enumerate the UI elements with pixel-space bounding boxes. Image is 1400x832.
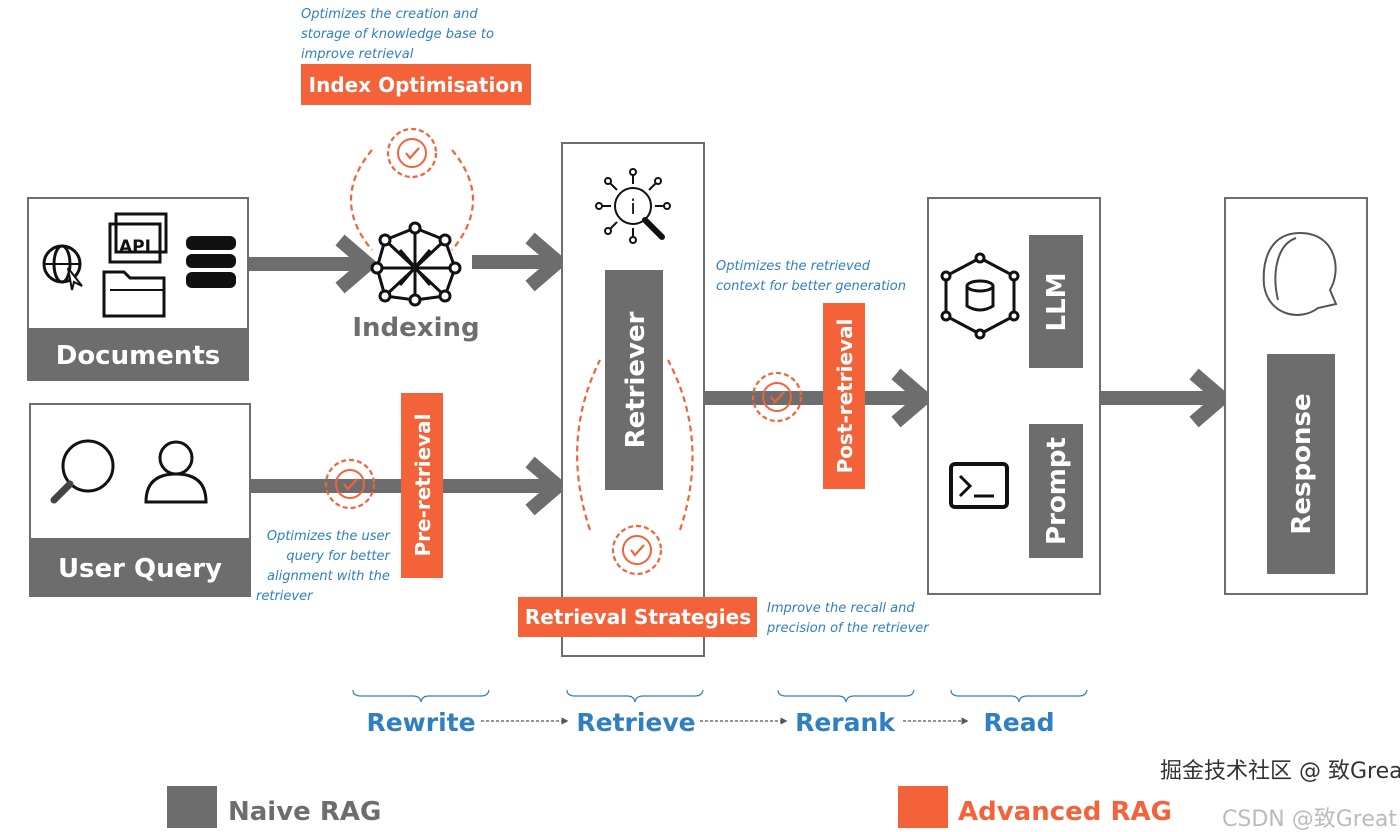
step-rerank: Rerank: [795, 708, 896, 737]
gear-icon: [386, 127, 438, 179]
retrieval-strategies-label: Retrieval Strategies: [525, 605, 751, 629]
dashed-loop: [350, 149, 373, 251]
steps-row: Rewrite Retrieve Rerank Read: [352, 689, 1088, 737]
svg-text:API: API: [119, 237, 151, 257]
documents-label: Documents: [56, 341, 221, 371]
watermark-juejin: 掘金技术社区 @ 致Great: [1160, 759, 1400, 784]
indexing-label: Indexing: [352, 313, 479, 343]
post-retrieval-label: Post-retrieval: [833, 319, 857, 474]
retriever-label: Retriever: [621, 311, 651, 448]
watermark-csdn: CSDN @致Great: [1222, 807, 1397, 832]
step-rewrite: Rewrite: [366, 708, 475, 737]
globe-icon: [42, 244, 83, 291]
terminal-icon: [949, 462, 1009, 509]
legend-naive-swatch: [167, 786, 217, 828]
pre-retrieval-label: Pre-retrieval: [411, 413, 435, 556]
post-retrieval: Optimizes the retrieved context for bett…: [716, 259, 906, 489]
dashed-loop: [451, 149, 474, 251]
dashed-loop: [667, 359, 694, 531]
response-box: Response: [1224, 197, 1368, 595]
retrieval-strategies-note: Improve the recall and precision of the …: [766, 601, 930, 636]
svg-text:i: i: [630, 195, 636, 219]
database-icon: [186, 236, 236, 288]
legend-advanced-swatch: [898, 786, 948, 828]
retrieval-strategies: Retrieval Strategies Improve the recall …: [518, 597, 930, 637]
search-icon: [50, 439, 115, 504]
llm-label: LLM: [1042, 272, 1072, 331]
prompt-label: Prompt: [1042, 437, 1072, 545]
indexing-icon: [370, 221, 462, 307]
retriever-box: i Retriever: [561, 142, 705, 657]
post-retrieval-note: Optimizes the retrieved context for bett…: [716, 259, 906, 294]
user-query-box: User Query: [29, 403, 251, 597]
user-query-label: User Query: [58, 554, 222, 584]
legend: Naive RAG Advanced RAG: [167, 786, 1172, 828]
step-read: Read: [984, 708, 1055, 737]
index-optimisation: Optimizes the creation and storage of kn…: [301, 7, 531, 251]
folder-icon: [102, 270, 166, 318]
info-search-icon: i: [595, 168, 671, 244]
speech-bubble-icon: [1262, 231, 1338, 316]
llm-network-icon: [940, 252, 1020, 340]
pre-retrieval: Pre-retrieval Optimizes the user query f…: [256, 393, 443, 604]
generator-box: LLM Prompt: [927, 197, 1101, 595]
legend-advanced-label: Advanced RAG: [958, 797, 1172, 827]
documents-box: Documents API: [27, 197, 249, 381]
response-label: Response: [1287, 393, 1317, 534]
pre-retrieval-note: Optimizes the user query for better alig…: [256, 529, 394, 604]
user-icon: [144, 440, 208, 504]
step-retrieve: Retrieve: [576, 708, 695, 737]
dashed-loop: [576, 359, 601, 531]
api-icon: API: [108, 212, 168, 264]
index-optimisation-label: Index Optimisation: [309, 73, 524, 97]
legend-naive-label: Naive RAG: [228, 797, 381, 827]
brace: [352, 689, 1088, 703]
index-optimisation-note: Optimizes the creation and storage of kn…: [301, 7, 498, 62]
flow-arrows: [248, 232, 1233, 516]
